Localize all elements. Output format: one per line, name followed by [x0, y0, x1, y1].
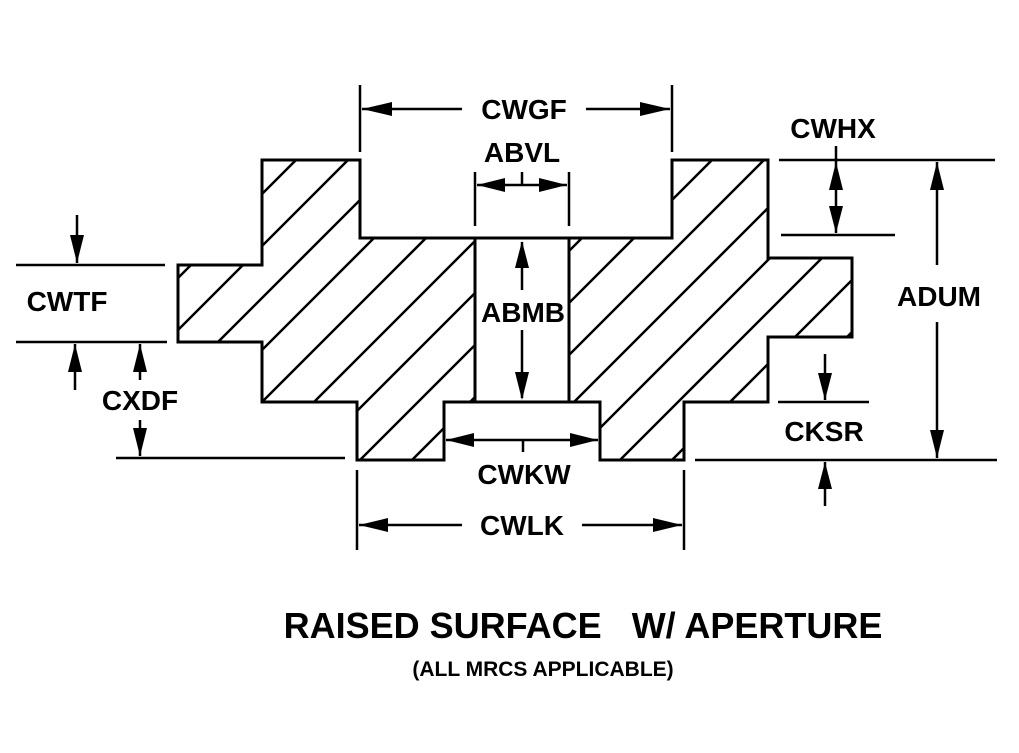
dimension-cwhx: CWHX	[779, 113, 995, 237]
dimension-cwlk: CWLK	[355, 470, 686, 550]
arrow-left-icon	[477, 178, 505, 192]
arrow-right-icon	[570, 433, 598, 447]
arrow-down-icon	[829, 206, 843, 233]
hatch-line	[178, 160, 461, 460]
hatch-line	[579, 160, 852, 460]
arrow-down-icon	[133, 428, 147, 456]
arrow-down-icon	[515, 372, 529, 400]
label-cwkw: CWKW	[477, 459, 571, 490]
arrow-up-icon	[515, 241, 529, 268]
arrow-up-icon	[818, 462, 832, 489]
dimension-cwkw: CWKW	[446, 433, 598, 490]
dimension-adum: ADUM	[897, 162, 981, 458]
diagram-title: RAISED SURFACE W/ APERTURE	[284, 605, 883, 646]
arrow-up-icon	[930, 162, 944, 190]
arrow-left-icon	[359, 518, 388, 532]
label-cksr: CKSR	[784, 416, 863, 447]
hatch-line	[178, 160, 357, 460]
hatch-line	[178, 160, 409, 460]
label-abmb: ABMB	[481, 297, 565, 328]
label-cwhx: CWHX	[790, 113, 876, 144]
label-adum: ADUM	[897, 281, 981, 312]
dimension-cwtf: CWTF	[16, 215, 167, 390]
dimension-abvl: ABVL	[473, 137, 571, 226]
label-abvl: ABVL	[484, 137, 560, 168]
label-cwtf: CWTF	[27, 286, 108, 317]
hatch-line	[371, 160, 773, 460]
arrow-right-icon	[640, 102, 670, 116]
arrow-up-icon	[133, 344, 147, 372]
dimension-cwgf: CWGF	[358, 85, 674, 152]
arrow-down-icon	[70, 235, 84, 263]
label-cxdf: CXDF	[102, 385, 178, 416]
arrow-down-icon	[930, 430, 944, 458]
arrow-left-icon	[362, 102, 392, 116]
arrow-right-icon	[539, 178, 567, 192]
label-cwlk: CWLK	[480, 510, 564, 541]
arrow-up-icon	[829, 162, 843, 190]
diagram-subtitle: (ALL MRCS APPLICABLE)	[412, 658, 673, 681]
arrow-right-icon	[653, 518, 682, 532]
arrow-up-icon	[68, 344, 82, 372]
dimension-cksr: CKSR	[695, 354, 997, 506]
label-cwgf: CWGF	[481, 94, 567, 125]
arrow-left-icon	[446, 433, 474, 447]
arrow-down-icon	[818, 373, 832, 400]
dimension-abmb: ABMB	[481, 241, 565, 400]
dimension-cxdf: CXDF	[102, 344, 345, 460]
part-outline	[176, 158, 854, 462]
